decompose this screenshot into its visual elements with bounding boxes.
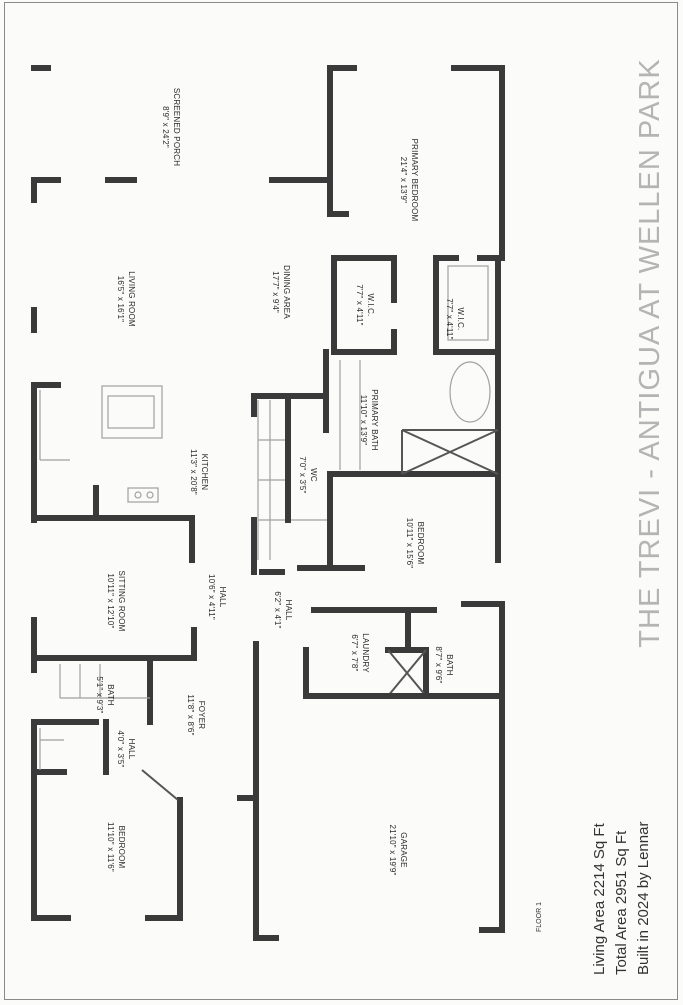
page-border	[4, 2, 678, 1000]
room-name: LAUNDRY	[361, 633, 370, 673]
room-primary-bedroom: PRIMARY BEDROOM 21'4" x 13'9"	[398, 135, 420, 225]
room-dimensions: 11'10" x 11'6"	[106, 822, 115, 872]
room-dining-area: DINING AREA 17'7" x 9'4"	[270, 252, 292, 332]
room-dimensions: 21'10" x 19'9"	[388, 824, 397, 876]
room-wic-2: W.I.C. 7'7" x 4'11"	[444, 284, 466, 354]
room-dimensions: 8'7" x 9'6"	[434, 646, 443, 684]
room-hall-2: HALL 6'2" x 4'1"	[272, 580, 294, 640]
room-dimensions: 10'6" x 4'11"	[207, 574, 216, 620]
room-dimensions: 8'9" x 24'2"	[161, 106, 170, 148]
room-name: GARAGE	[399, 832, 408, 868]
room-wic-1: W.I.C. 7'7" x 4'11"	[354, 270, 376, 340]
room-dimensions: 21'4" x 13'9"	[399, 156, 408, 204]
room-dimensions: 17'7" x 9'4"	[271, 271, 280, 313]
room-living-room: LIVING ROOM 16'5" x 16'1"	[115, 259, 137, 339]
room-name: LIVING ROOM	[127, 271, 136, 327]
room-name: FOYER	[197, 700, 206, 730]
room-garage: GARAGE 21'10" x 19'9"	[387, 810, 409, 890]
area-stats: Living Area 2214 Sq Ft Total Area 2951 S…	[589, 735, 655, 975]
room-dimensions: 16'5" x 16'1"	[116, 275, 125, 323]
room-name: HALL	[284, 599, 293, 621]
right-walls	[237, 65, 505, 941]
room-dimensions: 6'2" x 4'1"	[273, 591, 282, 629]
room-name: PRIMARY BATH	[370, 389, 379, 451]
room-dimensions: 11'10" x 13'9"	[359, 394, 368, 446]
room-sitting-room: SITTING ROOM 10'11" x 12'10"	[105, 556, 127, 646]
room-hall-3: HALL 4'0" x 3'5"	[115, 719, 137, 779]
room-kitchen: KITCHEN 11'3" x 20'8"	[188, 437, 210, 507]
living-area-text: Living Area 2214 Sq Ft	[591, 823, 608, 975]
room-dimensions: 6'7" x 7'8"	[350, 634, 359, 672]
room-name: HALL	[127, 738, 136, 760]
room-name: PRIMARY BEDROOM	[410, 138, 419, 222]
room-name: BATH	[445, 654, 454, 676]
fixtures	[39, 265, 491, 770]
left-walls	[31, 65, 197, 921]
room-dimensions: 4'0" x 3'5"	[116, 730, 125, 768]
room-bath-2: BATH 8'7" x 9'6"	[433, 635, 455, 695]
room-dimensions: 5'1" x 9'3"	[95, 676, 104, 714]
room-bedroom-2: BEDROOM 10'11" x 15'6"	[404, 508, 426, 578]
room-dimensions: 11'8" x 8'6"	[186, 694, 195, 736]
room-dimensions: 11'3" x 20'8"	[189, 449, 198, 495]
room-dimensions: 7'7" x 4'11"	[445, 298, 454, 340]
room-name: BEDROOM	[416, 521, 425, 565]
floor-label: FLOOR 1	[536, 902, 543, 932]
room-screened-porch: SCREENED PORCH 8'9" x 24'2"	[160, 82, 182, 172]
room-primary-bath: PRIMARY BATH 11'10" x 13'9"	[358, 380, 380, 460]
room-name: HALL	[218, 586, 227, 608]
total-area-text: Total Area 2951 Sq Ft	[613, 830, 630, 975]
room-name: SCREENED PORCH	[172, 87, 181, 167]
built-text: Built in 2024 by Lennar	[635, 821, 652, 975]
plan-title: THE TREVI - ANTIGUA AT WELLEN PARK	[634, 58, 666, 648]
room-hall-1: HALL 10'6" x 4'11"	[206, 562, 228, 632]
room-dimensions: 7'0" x 3'5"	[298, 456, 307, 494]
room-wc: WC 7'0" x 3'5"	[297, 445, 319, 505]
room-dimensions: 10'11" x 12'10"	[106, 573, 115, 629]
room-name: W.I.C.	[366, 293, 375, 317]
room-dimensions: 7'7" x 4'11"	[355, 284, 364, 326]
room-bedroom-1: BEDROOM 11'10" x 11'6"	[105, 807, 127, 887]
room-name: DINING AREA	[282, 265, 291, 319]
room-name: BEDROOM	[117, 825, 126, 869]
room-name: WC	[309, 468, 318, 482]
room-laundry: LAUNDRY 6'7" x 7'8"	[349, 618, 371, 688]
room-name: KITCHEN	[200, 453, 209, 491]
room-name: SITTING ROOM	[117, 570, 126, 632]
room-bath-1: BATH 5'1" x 9'3"	[94, 660, 116, 730]
room-foyer: FOYER 11'8" x 8'6"	[185, 680, 207, 750]
room-name: W.I.C.	[456, 307, 465, 331]
room-dimensions: 10'11" x 15'6"	[405, 517, 414, 569]
